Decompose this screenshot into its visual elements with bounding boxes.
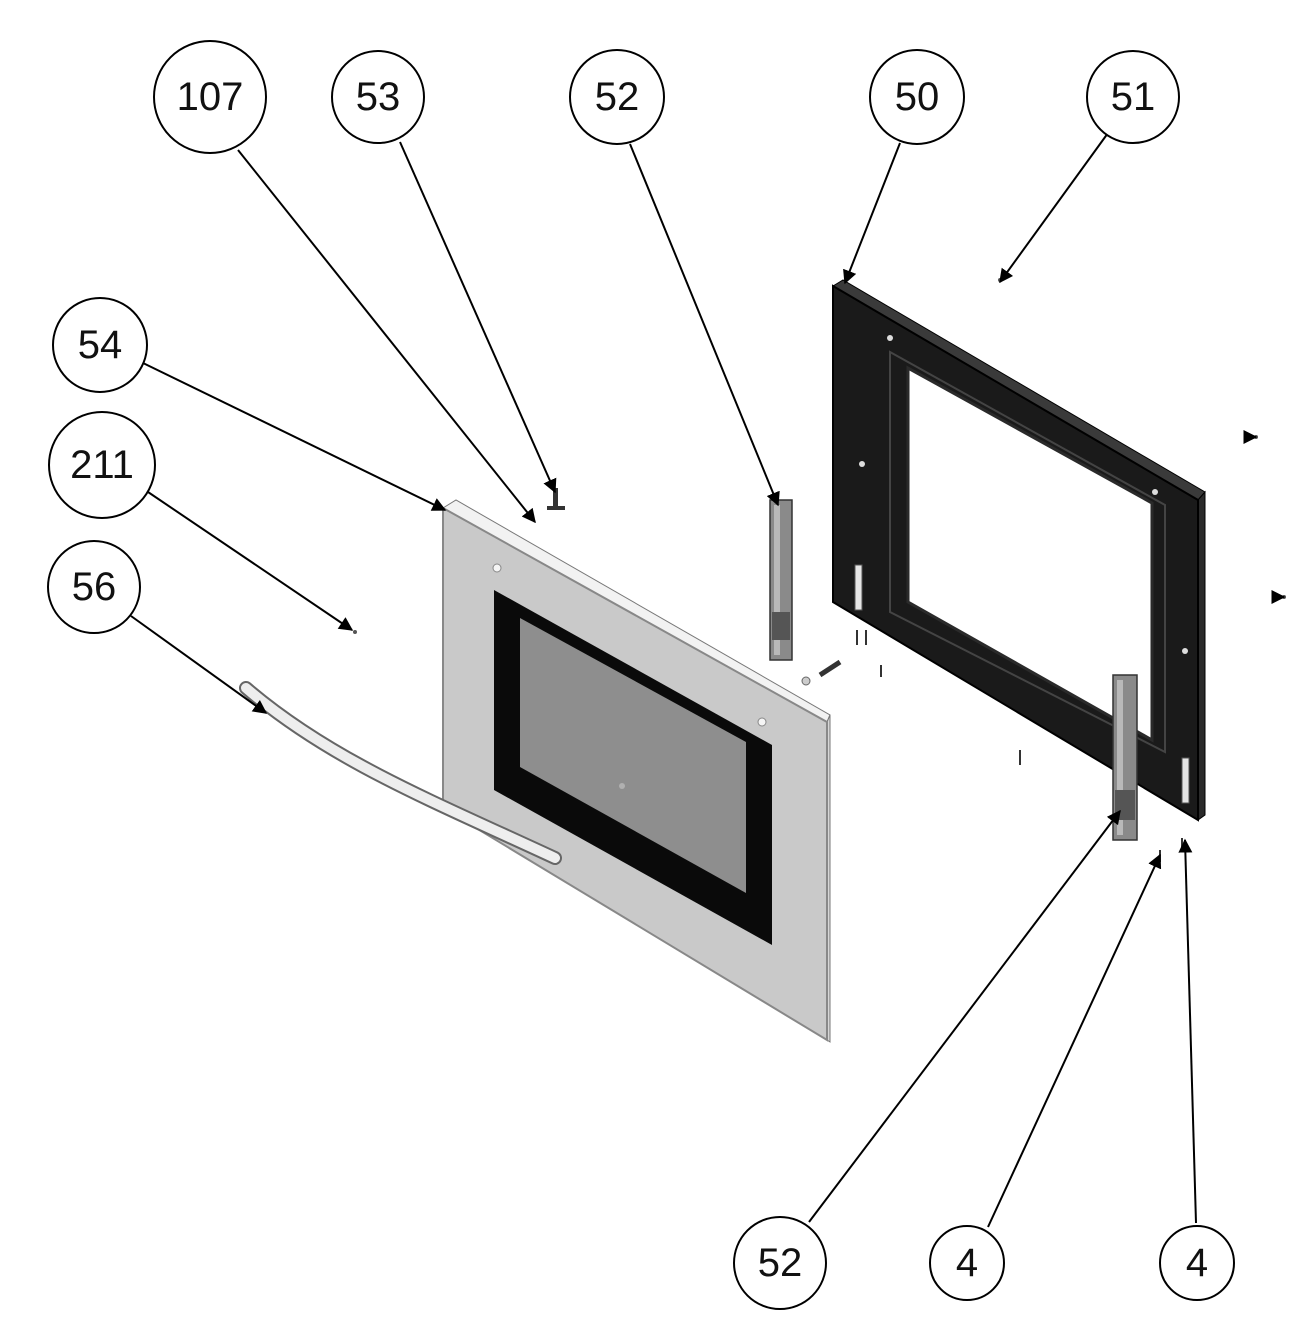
hinge-left	[769, 499, 793, 661]
callout-56-label: 56	[72, 565, 117, 609]
outer-glass-door	[442, 499, 831, 1043]
callout-4-left: 4	[929, 1225, 1005, 1301]
callout-53: 53	[331, 50, 425, 144]
leader-52-top	[629, 143, 780, 507]
callout-107-label: 107	[177, 75, 244, 119]
door-handle	[239, 681, 562, 865]
callout-51-label: 51	[1111, 75, 1156, 119]
leader-52-bottom	[808, 809, 1121, 1223]
leader-56	[130, 615, 268, 714]
callout-56: 56	[47, 540, 141, 634]
leader-lines	[130, 132, 1286, 1228]
leader-4-right	[1178, 838, 1197, 1224]
callout-54-label: 54	[78, 323, 123, 367]
leader-211	[147, 491, 354, 631]
callout-52-bottom: 52	[733, 1216, 827, 1310]
callout-53-label: 53	[356, 75, 401, 119]
callout-107: 107	[153, 40, 267, 154]
leader-4-left	[987, 853, 1162, 1228]
callout-51: 51	[1086, 50, 1180, 144]
leader-51	[999, 132, 1109, 284]
callout-4-left-label: 4	[956, 1241, 978, 1285]
callout-211: 211	[48, 411, 156, 519]
inner-door-panel	[832, 279, 1206, 822]
callout-54: 54	[52, 297, 148, 393]
callout-50: 50	[869, 49, 965, 145]
leader-107	[237, 149, 536, 524]
callout-211-label: 211	[70, 443, 134, 487]
callout-50-label: 50	[895, 75, 940, 119]
leader-50	[843, 142, 901, 285]
callout-4-right: 4	[1159, 1225, 1235, 1301]
leader-53	[399, 141, 557, 494]
callout-4-right-label: 4	[1186, 1241, 1208, 1285]
callout-52-bottom-label: 52	[758, 1241, 803, 1285]
leader-54	[142, 362, 447, 511]
callout-52-top: 52	[569, 49, 665, 145]
callout-52-top-label: 52	[595, 75, 640, 119]
